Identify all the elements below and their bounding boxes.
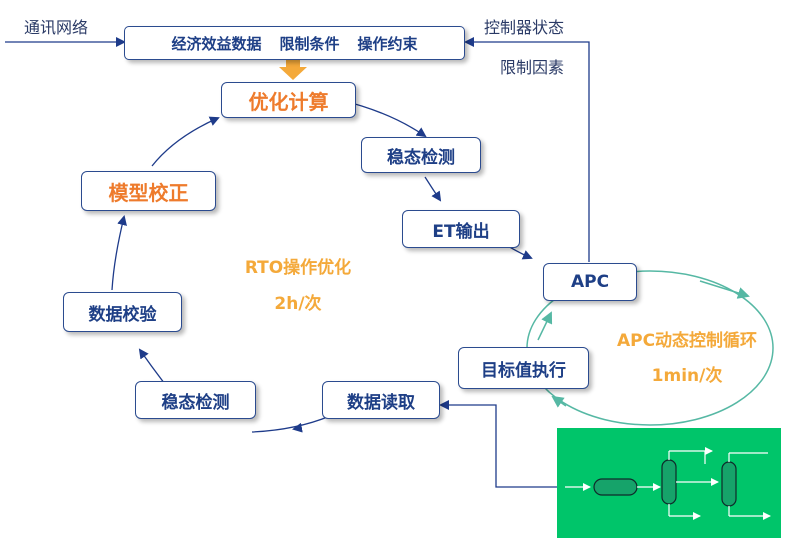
top-info-bar: 经济效益数据 限制条件 操作约束	[124, 26, 465, 60]
network-label: 通讯网络	[24, 18, 89, 37]
process-schematic	[565, 447, 771, 520]
loop-arrow-read-to-steady-head	[292, 422, 303, 433]
top-arrow-to-optimize	[279, 56, 307, 80]
constraints-label: 限制条件	[279, 34, 340, 53]
rto-period: 2h/次	[274, 294, 322, 314]
loop-arrow-validate-to-model	[111, 215, 127, 291]
loop-arrow-read-to-steady	[251, 415, 331, 433]
apc-loop-name: APC动态控制循环	[616, 331, 758, 351]
model-calibrate-box: 模型校正	[81, 171, 216, 211]
data-validate-box: 数据校验	[63, 292, 182, 332]
rto-caption: RTO操作优化 2h/次	[218, 254, 378, 326]
apc-loop-arrow-top	[699, 280, 750, 299]
apc-caption: APC动态控制循环 1min/次	[597, 328, 777, 398]
apc-feedback-line	[464, 37, 590, 262]
data-read-box: 数据读取	[322, 381, 440, 419]
process-feedback-line	[439, 400, 557, 488]
apc-loop-arrow-bottom	[551, 395, 567, 408]
loop-arrow-model-to-optimize	[151, 116, 220, 167]
limit-factors-label: 限制因素	[500, 58, 565, 77]
apc-box: APC	[543, 263, 637, 301]
et-output-box: ET输出	[402, 210, 520, 248]
optimize-calc-box: 优化计算	[221, 82, 356, 118]
apc-loop-period: 1min/次	[651, 366, 723, 386]
controller-status-label: 控制器状态	[484, 18, 565, 37]
economic-data-label: 经济效益数据	[171, 34, 262, 53]
operating-limits-label: 操作约束	[357, 34, 418, 53]
apc-loop-arrow-left	[537, 311, 553, 341]
target-exec-box: 目标值执行	[458, 347, 589, 389]
steady-detect-box-2: 稳态检测	[135, 381, 256, 419]
steady-detect-box: 稳态检测	[361, 137, 481, 173]
loop-arrow-steady-to-et	[424, 176, 442, 202]
rto-name: RTO操作优化	[244, 258, 352, 278]
